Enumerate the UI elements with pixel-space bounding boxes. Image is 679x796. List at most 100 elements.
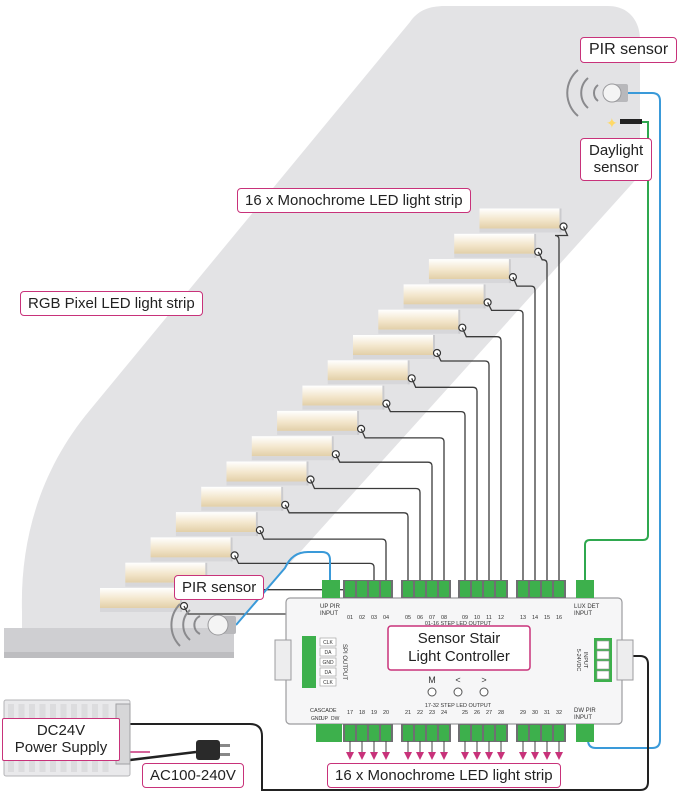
mono-strip-top-label: 16 x Monochrome LED light strip xyxy=(237,188,471,214)
channel-label-bottom: 24 xyxy=(441,710,447,716)
cascade-label: CASCADE xyxy=(310,708,337,714)
pir-sensor-bottom-label: PIR sensor xyxy=(174,575,265,601)
stair-step-strip xyxy=(226,461,309,482)
daylight-sensor-label: Daylight sensor xyxy=(580,138,653,181)
terminal-pin xyxy=(415,725,425,741)
channel-label-bottom: 31 xyxy=(544,710,550,716)
step-wire xyxy=(554,226,569,580)
floor-edge xyxy=(4,652,234,658)
channel-label-top: 11 xyxy=(486,615,492,621)
stair-step-strip xyxy=(479,208,562,229)
stair-step-edge xyxy=(255,512,258,537)
spi-pin-box xyxy=(319,677,337,687)
lux-det-label: INPUT xyxy=(574,611,592,617)
output-arrow-icon xyxy=(485,752,493,760)
pir-top-cable xyxy=(587,92,661,749)
stair-step-strip xyxy=(353,335,435,355)
spi-output-label: SPI OUTPUT xyxy=(341,644,347,680)
output-arrow-icon xyxy=(428,752,436,760)
channel-label-bottom: 22 xyxy=(417,710,423,716)
terminal-pin xyxy=(554,725,564,741)
pir-bottom-cable xyxy=(235,551,331,626)
controller-title-line2: Light Controller xyxy=(408,648,510,665)
stair-step-strip xyxy=(327,360,410,381)
terminal-block-top xyxy=(343,580,393,598)
mono-strip-bottom-label: 16 x Monochrome LED light strip xyxy=(327,763,561,789)
channel-label-bottom: 17 xyxy=(347,710,353,716)
channel-label-top: 01 xyxy=(347,615,353,621)
controller-box xyxy=(274,597,634,725)
step-wire xyxy=(461,327,502,580)
controller-button-label: > xyxy=(481,675,486,685)
step-wire xyxy=(335,453,433,580)
step-wire xyxy=(512,276,536,580)
spi-pin-label: GND xyxy=(322,660,334,666)
channel-label-top: 09 xyxy=(462,615,468,621)
stair-step-edge xyxy=(407,360,410,385)
stair-step-nose xyxy=(201,506,284,511)
stair-step-edge xyxy=(483,284,486,309)
terminal-pin xyxy=(472,725,482,741)
stair-step-nose xyxy=(251,456,334,461)
stair-step-nose xyxy=(277,430,360,435)
stair-step-strip xyxy=(100,588,182,608)
terminal-pin xyxy=(345,581,355,597)
stair-step-nose xyxy=(150,557,233,562)
channel-label-bottom: 21 xyxy=(405,710,411,716)
terminal-block-bottom xyxy=(458,724,508,742)
stair-step-strip xyxy=(378,309,461,330)
channel-label-top: 12 xyxy=(498,615,504,621)
stair-step-nose xyxy=(454,253,537,258)
terminal-pin xyxy=(472,581,482,597)
terminal-pin xyxy=(369,725,379,741)
spi-terminal xyxy=(302,636,316,688)
terminal-pin xyxy=(496,725,506,741)
channel-label-top: 05 xyxy=(405,615,411,621)
output-arrow-icon xyxy=(543,752,551,760)
terminal-pin xyxy=(369,581,379,597)
channel-label-top: 16 xyxy=(556,615,562,621)
power-cable xyxy=(130,655,649,791)
power-supply-label: DC24V Power Supply xyxy=(2,718,120,761)
channel-label-top: 02 xyxy=(359,615,365,621)
output-arrow-icon xyxy=(382,752,390,760)
terminal-pin xyxy=(345,725,355,741)
cascade-pin-label: DW xyxy=(331,716,340,722)
step-wire xyxy=(487,302,524,580)
output-arrow-icon xyxy=(440,752,448,760)
spi-pin-label: DA xyxy=(325,670,333,676)
ac-cable xyxy=(129,750,197,762)
output-arrow-icon xyxy=(473,752,481,760)
step-wire xyxy=(436,352,490,580)
terminal-block-top xyxy=(401,580,451,598)
output-arrow-icon xyxy=(497,752,505,760)
terminal-pin xyxy=(518,581,528,597)
stair-step-nose xyxy=(327,380,410,385)
lux-det-label: LUX DET xyxy=(574,604,600,610)
stair-step-strip xyxy=(428,259,511,280)
channel-label-top: 10 xyxy=(474,615,480,621)
spi-pin-box xyxy=(319,647,337,657)
stair-step-nose xyxy=(403,304,486,309)
stair-step-edge xyxy=(433,335,435,359)
terminal-pin xyxy=(357,581,367,597)
pir-sensor-top-icon xyxy=(566,69,628,117)
terminal-pin xyxy=(542,581,552,597)
stair-step-nose xyxy=(302,405,385,410)
step-wire xyxy=(309,479,421,580)
terminal-pin xyxy=(415,581,425,597)
spi-pin-box xyxy=(319,657,337,667)
dw-pir-label: DW PIR xyxy=(574,708,596,714)
channel-label-bottom: 20 xyxy=(383,710,389,716)
channel-label-top: 06 xyxy=(417,615,423,621)
step-wire xyxy=(385,403,466,580)
channel-label-bottom: 19 xyxy=(371,710,377,716)
stair-step-edge xyxy=(357,410,360,435)
terminal-pin xyxy=(439,725,449,741)
terminal-pin xyxy=(403,725,413,741)
stair-step-nose xyxy=(226,481,309,486)
output-arrow-icon xyxy=(519,752,527,760)
pir-sensor-top-label: PIR sensor xyxy=(580,37,678,64)
output-arrow-icon xyxy=(370,752,378,760)
step-wire xyxy=(411,378,478,580)
